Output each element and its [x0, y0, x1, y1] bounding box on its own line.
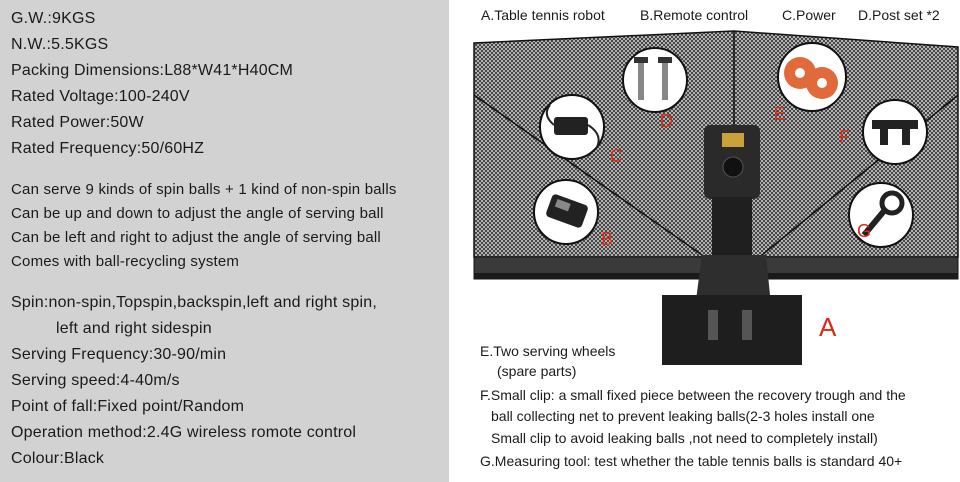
detail-operation-method: Operation method:2.4G wireless romote co…	[11, 424, 357, 441]
spec-packing-dimensions: Packing Dimensions:L88*W41*H40CM	[11, 62, 294, 79]
label-d: D	[660, 111, 673, 131]
label-c: C	[610, 146, 623, 166]
small-clip-icon	[862, 99, 928, 165]
spec-rated-voltage: Rated Voltage:100-240V	[11, 88, 190, 105]
note-e-cont: (spare parts)	[497, 363, 577, 379]
spec-rated-power: Rated Power:50W	[11, 114, 144, 131]
feature-up-down: Can be up and down to adjust the angle o…	[11, 205, 384, 222]
detail-spin-cont: left and right sidespin	[56, 320, 212, 337]
label-b: B	[601, 229, 613, 249]
detail-colour: Colour:Black	[11, 450, 105, 467]
feature-spin-balls: Can serve 9 kinds of spin balls + 1 kind…	[11, 181, 397, 198]
label-g: G	[857, 221, 871, 241]
post-set-icon	[622, 47, 688, 113]
feature-left-right: Can be left and right to adjust the angl…	[11, 229, 381, 246]
serving-wheels-icon	[777, 42, 847, 112]
label-e: E	[774, 104, 786, 124]
legend-a: A.Table tennis robot	[481, 7, 605, 23]
legend-b: B.Remote control	[640, 7, 749, 23]
product-figure: A B C D E F G	[473, 30, 959, 365]
note-g: G.Measuring tool: test whether the table…	[480, 453, 903, 469]
measuring-tool-icon	[848, 182, 914, 248]
note-f: F.Small clip: a small fixed piece betwee…	[480, 387, 906, 403]
note-e: E.Two serving wheels	[480, 343, 616, 359]
spec-gross-weight: G.W.:9KGS	[11, 10, 96, 27]
spec-rated-frequency: Rated Frequency:50/60HZ	[11, 140, 205, 157]
label-a: A	[819, 312, 837, 342]
note-f-cont-1: ball collecting net to prevent leaking b…	[491, 408, 875, 424]
label-f: F	[839, 127, 850, 147]
spec-net-weight: N.W.:5.5KGS	[11, 36, 109, 53]
note-f-cont-2: Small clip to avoid leaking balls ,not n…	[491, 430, 878, 446]
legend-d: D.Post set *2	[858, 7, 940, 23]
spec-panel: G.W.:9KGS N.W.:5.5KGS Packing Dimensions…	[0, 0, 449, 482]
detail-point-of-fall: Point of fall:Fixed point/Random	[11, 398, 245, 415]
detail-serving-frequency: Serving Frequency:30-90/min	[11, 346, 227, 363]
remote-control-icon	[533, 179, 599, 245]
detail-serving-speed: Serving speed:4-40m/s	[11, 372, 180, 389]
detail-spin: Spin:non-spin,Topspin,backspin,left and …	[11, 294, 377, 311]
feature-ball-recycling: Comes with ball-recycling system	[11, 253, 240, 270]
legend-c: C.Power	[782, 7, 836, 23]
robot-body	[662, 125, 802, 365]
power-adapter-icon	[539, 94, 605, 160]
